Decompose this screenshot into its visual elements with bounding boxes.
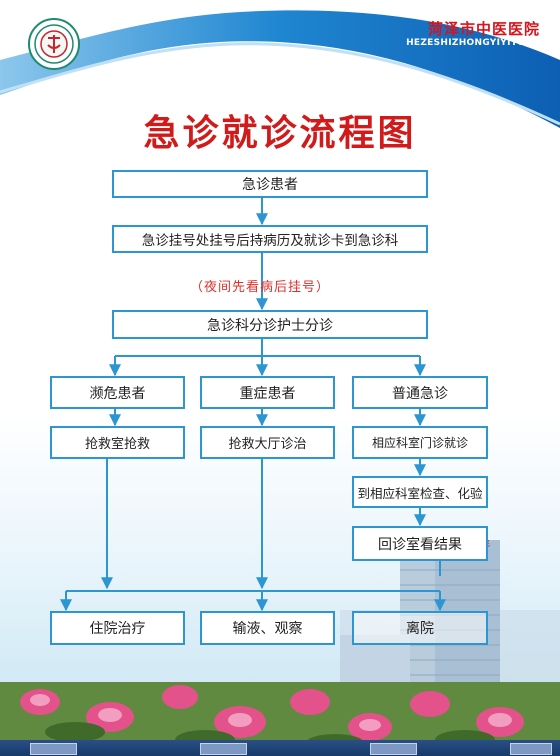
critical-patient-box: 濒危患者 — [50, 376, 185, 409]
step-registration: 急诊挂号处挂号后持病历及就诊卡到急诊科 — [112, 225, 428, 253]
step-emergency-patient: 急诊患者 — [112, 170, 428, 198]
hospital-name: 菏泽市中医医院 — [427, 20, 540, 38]
severe-patient-box: 重症患者 — [200, 376, 335, 409]
regular-emergency-box: 普通急诊 — [352, 376, 488, 409]
hospital-pinyin: HEZESHIZHONGYIYIYUAN — [406, 38, 540, 48]
night-note: （夜间先看病后挂号） — [189, 280, 330, 295]
taskbar-item[interactable] — [370, 743, 417, 755]
discharge-box: 离院 — [352, 611, 488, 645]
taskbar-item[interactable] — [30, 743, 77, 755]
view-results-box: 回诊室看结果 — [352, 526, 488, 561]
hospitalization-box: 住院治疗 — [50, 611, 185, 645]
hospital-logo-icon — [28, 18, 80, 70]
rescue-hall-box: 抢救大厅诊治 — [200, 426, 335, 459]
exam-lab-box: 到相应科室检查、化验 — [352, 476, 488, 508]
step-triage: 急诊科分诊护士分诊 — [112, 310, 428, 339]
header-wave — [0, 0, 560, 128]
rescue-room-box: 抢救室抢救 — [50, 426, 185, 459]
taskbar-item[interactable] — [510, 743, 552, 755]
outpatient-clinic-box: 相应科室门诊就诊 — [352, 426, 488, 459]
taskbar — [0, 740, 560, 756]
taskbar-item[interactable] — [200, 743, 247, 755]
infusion-observation-box: 输液、观察 — [200, 611, 335, 645]
page-title: 急诊就诊流程图 — [143, 113, 417, 154]
